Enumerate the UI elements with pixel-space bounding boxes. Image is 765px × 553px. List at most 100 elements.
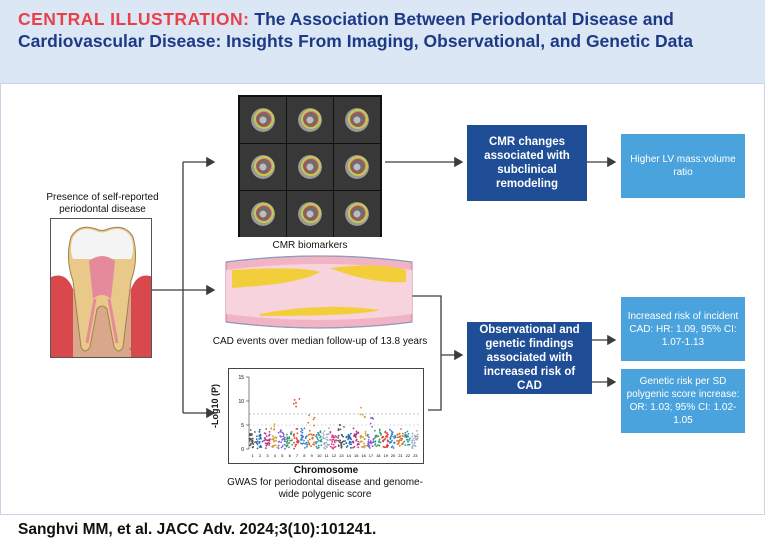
gwas-point bbox=[348, 442, 350, 444]
gwas-point bbox=[353, 434, 356, 437]
gwas-point bbox=[298, 398, 301, 400]
gwas-point bbox=[340, 445, 343, 448]
gwas-point bbox=[293, 447, 295, 450]
chromosome-label: 19 bbox=[383, 453, 388, 458]
gwas-point bbox=[293, 437, 296, 439]
gwas-point bbox=[322, 432, 324, 434]
gwas-point bbox=[263, 439, 265, 442]
gwas-point bbox=[339, 428, 342, 431]
gwas-point bbox=[415, 438, 417, 440]
y-tick-label: 15 bbox=[238, 375, 244, 381]
gwas-point bbox=[340, 443, 343, 446]
gwas-point bbox=[378, 428, 381, 431]
gwas-point bbox=[345, 435, 348, 438]
gwas-point bbox=[259, 436, 262, 439]
gwas-point bbox=[406, 430, 409, 433]
gwas-point bbox=[398, 436, 401, 438]
gwas-point bbox=[273, 436, 275, 439]
gwas-point bbox=[317, 444, 320, 447]
gwas-point bbox=[310, 445, 312, 448]
gwas-point bbox=[280, 446, 283, 449]
chromosome-label: 11 bbox=[325, 453, 330, 458]
gwas-point bbox=[315, 442, 317, 445]
cmr-slice bbox=[287, 191, 333, 237]
gwas-point bbox=[329, 439, 332, 441]
gwas-point bbox=[300, 439, 302, 441]
gwas-point bbox=[277, 441, 280, 443]
gwas-point bbox=[416, 435, 419, 438]
gwas-point bbox=[293, 399, 296, 401]
gwas-point bbox=[320, 444, 323, 446]
gwas-point bbox=[294, 445, 297, 448]
gwas-point bbox=[308, 414, 310, 417]
gwas-point bbox=[332, 443, 335, 446]
gwas-point bbox=[415, 435, 417, 437]
gwas-point bbox=[351, 441, 354, 443]
gwas-point bbox=[333, 436, 336, 439]
gwas-point bbox=[398, 444, 401, 447]
gwas-point bbox=[255, 438, 258, 441]
gwas-point bbox=[308, 443, 310, 446]
gwas-point bbox=[333, 440, 336, 442]
gwas-point bbox=[372, 441, 375, 443]
gwas-point bbox=[256, 440, 259, 443]
gwas-point bbox=[268, 434, 270, 437]
gwas-point bbox=[283, 443, 286, 446]
gwas-point bbox=[386, 432, 389, 435]
gwas-point bbox=[307, 421, 310, 424]
gwas-point bbox=[325, 441, 328, 444]
gwas-point bbox=[411, 447, 414, 449]
gwas-point bbox=[282, 434, 285, 436]
gwas-point bbox=[319, 431, 322, 434]
gwas-point bbox=[337, 428, 340, 430]
gwas-point bbox=[332, 438, 334, 441]
gwas-point bbox=[281, 445, 284, 447]
gwas-point bbox=[302, 442, 305, 444]
gwas-point bbox=[320, 440, 323, 443]
gwas-point bbox=[371, 425, 373, 428]
gwas-point bbox=[367, 433, 369, 436]
gwas-point bbox=[357, 446, 360, 449]
gwas-point bbox=[288, 446, 290, 449]
gwas-point bbox=[337, 437, 339, 439]
gwas-point bbox=[390, 446, 393, 449]
gwas-point bbox=[390, 434, 393, 437]
tooth-icon bbox=[51, 226, 151, 357]
gwas-point bbox=[411, 439, 413, 442]
gwas-point bbox=[300, 437, 303, 439]
gwas-point bbox=[343, 443, 345, 446]
gwas-point bbox=[282, 438, 285, 440]
gwas-point bbox=[296, 432, 299, 435]
gwas-point bbox=[379, 441, 382, 444]
gwas-point bbox=[287, 437, 289, 439]
gwas-point bbox=[382, 439, 384, 442]
gwas-point bbox=[310, 433, 313, 436]
gwas-point bbox=[374, 429, 376, 432]
gwas-point bbox=[331, 436, 333, 438]
gwas-point bbox=[365, 434, 367, 437]
gwas-point bbox=[258, 435, 261, 438]
gwas-point bbox=[286, 442, 288, 445]
gwas-point bbox=[339, 439, 341, 442]
gwas-point bbox=[349, 436, 352, 439]
gwas-point bbox=[286, 433, 288, 436]
cmr-slice bbox=[334, 97, 380, 143]
gwas-point bbox=[309, 433, 311, 436]
gwas-point bbox=[334, 445, 337, 448]
gwas-point bbox=[330, 443, 333, 445]
cmr-image-panel bbox=[238, 95, 382, 237]
title-lead: CENTRAL ILLUSTRATION: bbox=[18, 9, 250, 29]
gwas-point bbox=[385, 434, 388, 437]
y-tick-label: 0 bbox=[241, 447, 244, 453]
polygenic-result-box: Genetic risk per SD polygenic score incr… bbox=[621, 369, 745, 433]
gwas-point bbox=[352, 427, 355, 430]
gwas-point bbox=[335, 435, 338, 438]
tooth-illustration bbox=[50, 218, 152, 358]
gwas-point bbox=[365, 445, 367, 447]
gwas-point bbox=[277, 431, 280, 434]
gwas-point bbox=[324, 437, 326, 440]
gwas-point bbox=[300, 430, 302, 433]
gwas-point bbox=[404, 444, 407, 446]
gwas-point bbox=[268, 444, 270, 446]
